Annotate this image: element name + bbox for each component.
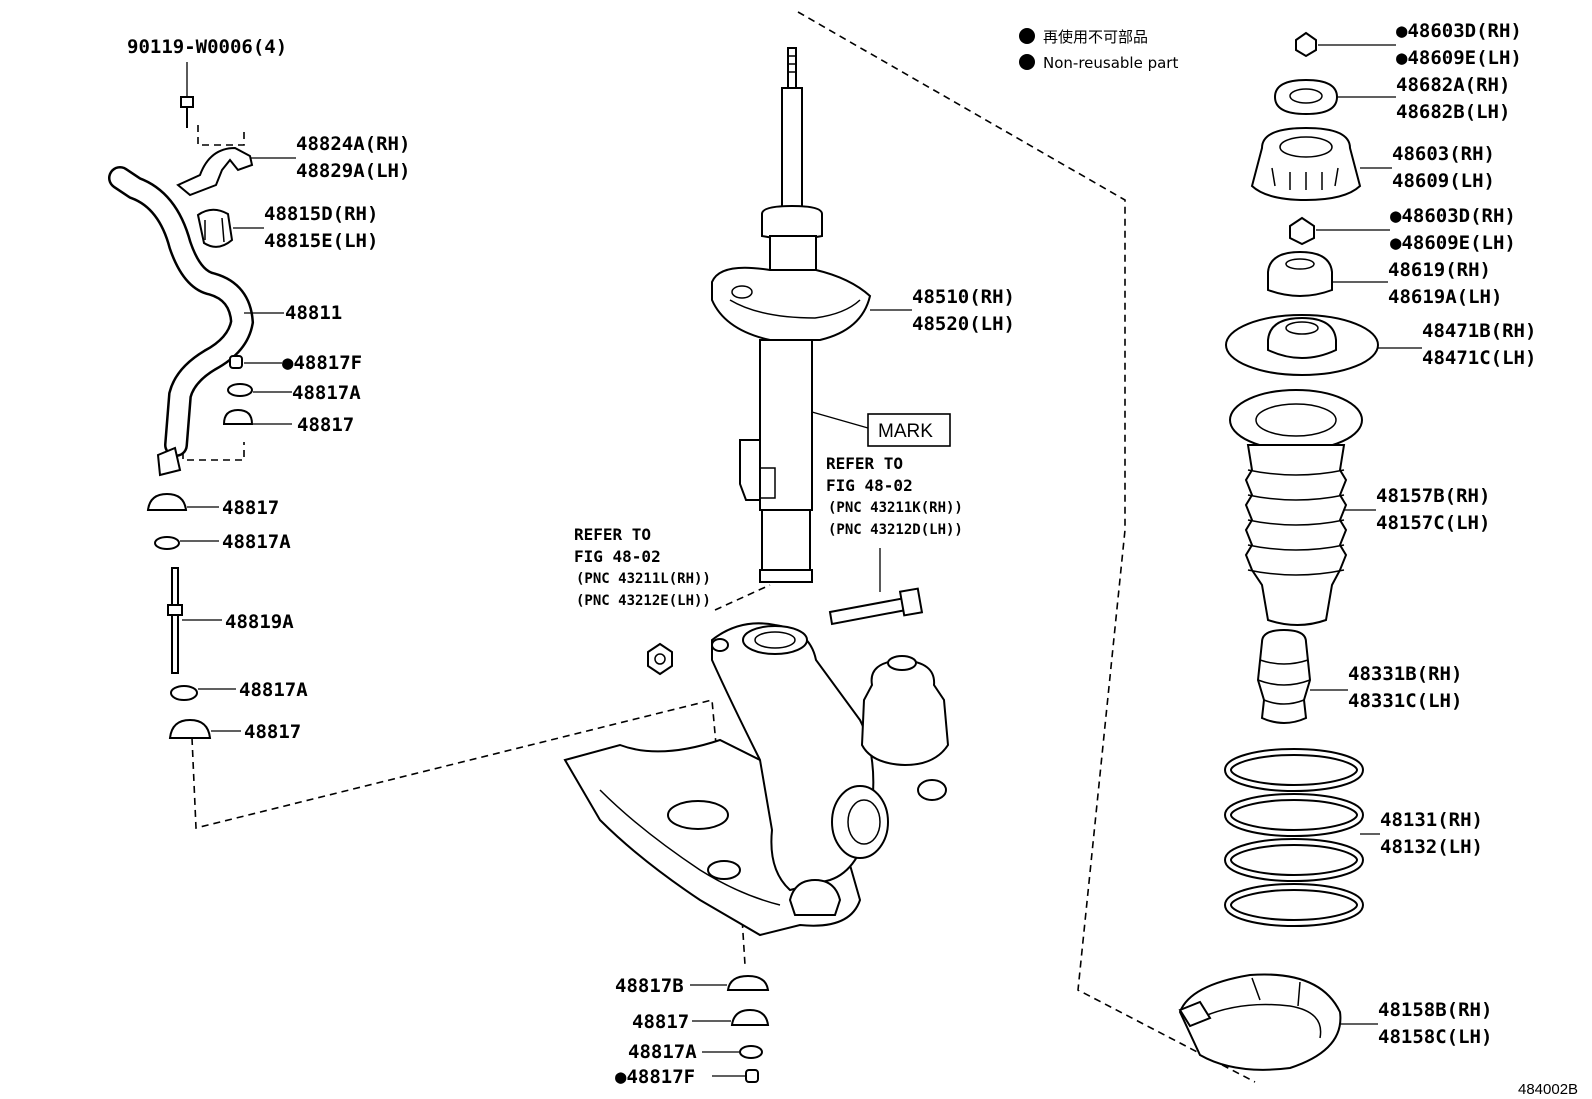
part-label: 48829A(LH)	[296, 160, 410, 182]
part-label: 48824A(RH)	[296, 133, 410, 155]
part-label: 48817	[297, 414, 354, 436]
part-label: 48817A	[628, 1041, 697, 1063]
part-label: 48682B(LH)	[1396, 101, 1510, 123]
part-label: 48817	[222, 497, 279, 519]
part-label: 48331B(RH)	[1348, 663, 1462, 685]
coil-spring	[1224, 748, 1364, 927]
part-label: 48815D(RH)	[264, 203, 378, 225]
refer-text: REFER TO	[574, 525, 651, 544]
part-label: 48158C(LH)	[1378, 1026, 1492, 1048]
bolt-90119	[180, 62, 194, 128]
washer-48817a-1	[227, 383, 253, 397]
mark-label: MARK	[878, 421, 933, 442]
part-label: 48331C(LH)	[1348, 690, 1462, 712]
strut-bolt: REFER TO FIG 48-02 (PNC 43211K(RH)) (PNC…	[826, 454, 963, 626]
stabilizer-bracket	[176, 146, 254, 197]
part-label: 48817	[244, 721, 301, 743]
washer-48817a-2	[154, 536, 180, 550]
shock-absorber: MARK 48510(RH) 48520(LH)	[711, 47, 1015, 583]
refer-text: REFER TO	[826, 454, 903, 473]
part-label: 48609(LH)	[1392, 170, 1495, 192]
cushion-48817b	[726, 974, 770, 991]
bottom-stack: 48817B 48817 48817A ●48817F	[615, 974, 770, 1088]
part-label: 48471B(RH)	[1422, 320, 1536, 342]
part-label: ●48603D(RH)	[1390, 205, 1516, 227]
part-label: 48682A(RH)	[1396, 74, 1510, 96]
part-label: 48157C(LH)	[1376, 512, 1490, 534]
part-label: 48132(LH)	[1380, 836, 1483, 858]
part-label: ●48817F	[282, 352, 362, 374]
cushion-48817-2	[146, 492, 188, 511]
refer-pnc: (PNC 43211L(RH))	[576, 571, 711, 587]
legend-bullet-icon	[1019, 28, 1035, 44]
nut-48817f-bottom	[745, 1069, 759, 1083]
part-label: ●48609E(LH)	[1396, 47, 1522, 69]
spring-stack: ●48603D(RH) ●48609E(LH) 48682A(RH) 48682…	[1178, 20, 1536, 1071]
part-label: ●48603D(RH)	[1396, 20, 1522, 42]
legend: 再使用不可部品 Non-reusable part	[1019, 28, 1178, 72]
part-label: 48619A(LH)	[1388, 286, 1502, 308]
part-label: 48817	[632, 1011, 689, 1033]
refer-pnc: (PNC 43211K(RH))	[828, 500, 963, 516]
part-label: 48158B(RH)	[1378, 999, 1492, 1021]
refer-pnc: (PNC 43212D(LH))	[828, 522, 963, 538]
part-label: 48817A	[222, 531, 291, 553]
part-label: 90119-W0006(4)	[127, 36, 287, 58]
part-label: 48817A	[292, 382, 361, 404]
legend-bullet-icon	[1019, 54, 1035, 70]
cushion-48817-3	[168, 718, 212, 739]
part-label: 48520(LH)	[912, 313, 1015, 335]
part-label: 48157B(RH)	[1376, 485, 1490, 507]
washer-48817a-4	[739, 1045, 763, 1059]
steering-knuckle	[563, 622, 950, 937]
refer-text: FIG 48-02	[574, 547, 661, 566]
part-label: ●48817F	[615, 1066, 695, 1088]
legend-text-en: Non-reusable part	[1043, 54, 1178, 72]
part-label: 48131(RH)	[1380, 809, 1483, 831]
part-label: ●48609E(LH)	[1390, 232, 1516, 254]
part-label: 48817B	[615, 975, 684, 997]
part-label: 48811	[285, 302, 342, 324]
part-label: 48619(RH)	[1388, 259, 1491, 281]
refer-pnc: (PNC 43212E(LH))	[576, 593, 711, 609]
refer-text: FIG 48-02	[826, 476, 913, 495]
stabilizer-group: 90119-W0006(4) 48824A(RH) 48829A(LH) 488…	[108, 36, 410, 743]
washer-48817a-3	[170, 685, 198, 701]
cushion-48817-4	[730, 1008, 770, 1026]
knuckle-nut: REFER TO FIG 48-02 (PNC 43211L(RH)) (PNC…	[574, 525, 711, 676]
part-label: 48819A	[225, 611, 294, 633]
part-label: 48815E(LH)	[264, 230, 378, 252]
part-label: 48471C(LH)	[1422, 347, 1536, 369]
figure-code: 484002B	[1518, 1081, 1578, 1098]
stabilizer-bushing	[196, 208, 234, 248]
part-label: 48817A	[239, 679, 308, 701]
cushion-48817-1	[222, 408, 254, 425]
stabilizer-link	[167, 567, 183, 674]
mark-box	[867, 413, 951, 447]
part-label: 48603(RH)	[1392, 143, 1495, 165]
nut-48817f-top	[229, 355, 243, 369]
legend-text-jp: 再使用不可部品	[1043, 28, 1148, 46]
part-label: 48510(RH)	[912, 286, 1015, 308]
